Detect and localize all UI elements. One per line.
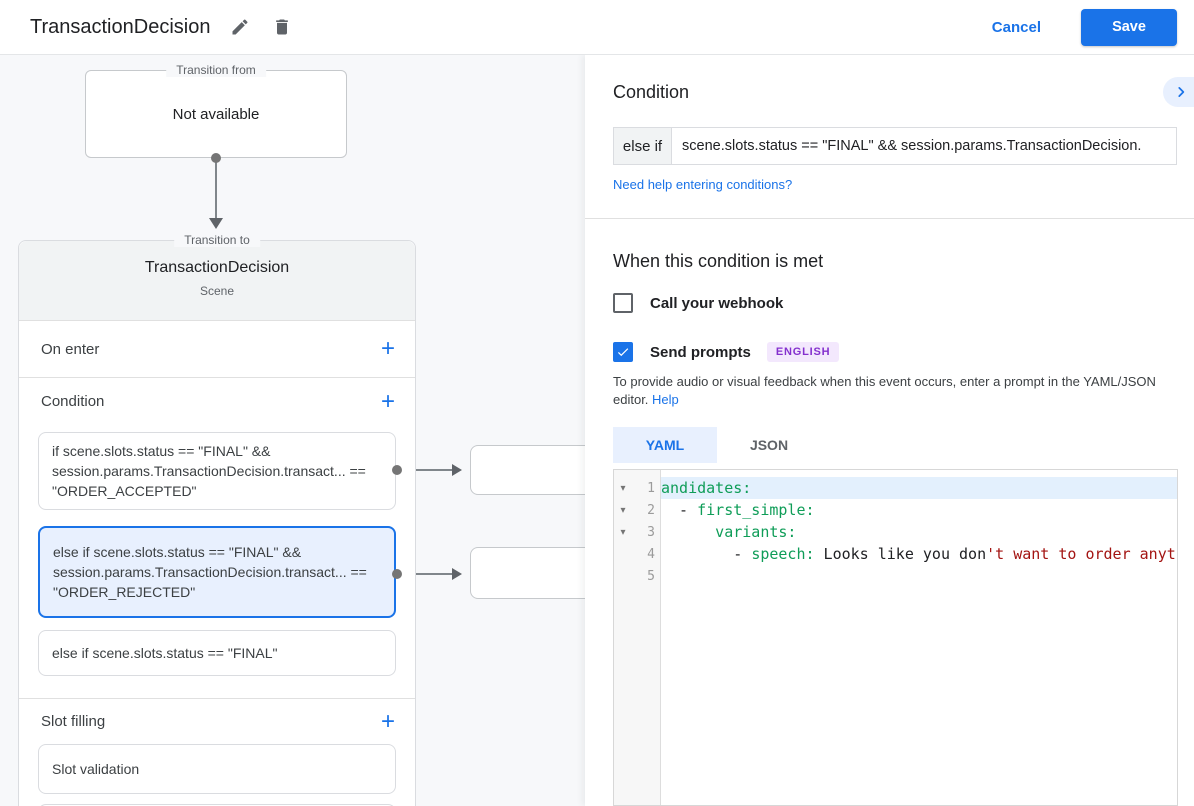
condition-item[interactable]: else if scene.slots.status == "FINAL" <box>38 630 396 676</box>
condition-item[interactable]: if scene.slots.status == "FINAL" && sess… <box>38 432 396 510</box>
yaml-key: speech: <box>751 545 815 563</box>
condition-item-selected[interactable]: else if scene.slots.status == "FINAL" &&… <box>38 526 396 618</box>
transition-from-box: Transition from Not available <box>85 63 347 158</box>
code-line: variants: <box>661 521 1177 543</box>
condition-help-link[interactable]: Need help entering conditions? <box>613 177 793 192</box>
condition-expression-input[interactable] <box>671 127 1177 165</box>
send-prompts-checkbox[interactable] <box>613 342 633 362</box>
line-number: 2 <box>647 502 655 518</box>
webhook-checkbox[interactable] <box>613 293 633 313</box>
send-prompts-checkbox-row[interactable]: Send prompts ENGLISH <box>613 342 840 362</box>
panel-condition-heading: Condition <box>613 82 690 102</box>
cancel-button[interactable]: Cancel <box>991 18 1041 36</box>
editor-gutter: ▾ 1 ▾ 2 ▾ 3 4 5 <box>614 470 661 805</box>
collapse-panel-button[interactable] <box>1163 77 1194 107</box>
divider <box>585 218 1194 219</box>
slot-filling-section-header: Slot filling + <box>19 699 415 744</box>
add-slot-button[interactable]: + <box>380 707 395 735</box>
connector-line <box>400 469 453 471</box>
scene-type-label: Scene <box>199 284 235 298</box>
arrow-down-icon <box>209 218 223 229</box>
connector-line <box>215 162 217 219</box>
arrow-right-icon <box>452 464 462 476</box>
code-line: - first_simple: <box>661 499 1177 521</box>
code-line: - speech: Looks like you don't want to o… <box>661 543 1177 565</box>
add-on-enter-button[interactable]: + <box>380 335 395 362</box>
condition-connector-dot <box>392 465 402 475</box>
prompt-description-text: To provide audio or visual feedback when… <box>613 374 1156 407</box>
condition-connector-dot <box>392 569 402 579</box>
fold-arrow-icon[interactable]: ▾ <box>620 482 626 494</box>
code-line: andidates: <box>661 477 1177 499</box>
delete-scene-button[interactable] <box>270 15 294 39</box>
editor-code-area[interactable]: andidates: - first_simple: variants: - s… <box>661 470 1177 805</box>
fold-arrow-icon[interactable]: ▾ <box>620 504 626 516</box>
slot-validation-item[interactable]: Slot validation <box>38 744 396 794</box>
chevron-right-icon <box>1174 85 1188 99</box>
tab-json[interactable]: JSON <box>749 437 789 453</box>
condition-prefix-label: else if <box>613 127 671 165</box>
arrow-right-icon <box>452 568 462 580</box>
line-number: 3 <box>647 524 655 540</box>
scene-card-header[interactable]: TransactionDecision Scene <box>19 241 415 321</box>
help-link[interactable]: Help <box>652 392 679 407</box>
add-condition-button[interactable]: + <box>380 387 395 415</box>
webhook-checkbox-row[interactable]: Call your webhook <box>613 293 783 313</box>
scene-name: TransactionDecision <box>144 259 290 276</box>
condition-editor-panel: Condition else if Need help entering con… <box>585 55 1194 806</box>
transition-to-legend: Transition to <box>174 233 260 247</box>
scene-card: Transition to TransactionDecision Scene … <box>18 233 416 806</box>
page-title: TransactionDecision <box>30 15 211 38</box>
yaml-key: first_simple: <box>697 501 815 519</box>
connector-line <box>400 573 453 575</box>
prompt-description: To provide audio or visual feedback when… <box>613 373 1171 409</box>
yaml-editor: ▾ 1 ▾ 2 ▾ 3 4 5 andidates: - first_simp <box>613 469 1178 806</box>
trash-icon <box>272 17 292 37</box>
on-enter-label: On enter <box>41 340 100 358</box>
top-bar: TransactionDecision Cancel Save <box>0 0 1194 55</box>
transition-from-legend: Transition from <box>166 63 266 77</box>
connector-dot <box>211 153 221 163</box>
on-enter-section: On enter + <box>19 321 415 378</box>
line-number: 5 <box>647 568 655 584</box>
yaml-key: andidates: <box>661 479 752 497</box>
line-number: 4 <box>647 546 655 562</box>
edit-scene-button[interactable] <box>228 15 252 39</box>
editor-tabs: YAML JSON <box>613 427 821 463</box>
fold-arrow-icon[interactable]: ▾ <box>620 526 626 538</box>
slot-filling-label: Slot filling <box>41 713 106 730</box>
check-icon <box>616 345 630 359</box>
line-number: 1 <box>647 480 655 496</box>
language-badge: ENGLISH <box>766 342 840 362</box>
condition-input-row: else if <box>613 127 1177 165</box>
tab-yaml[interactable]: YAML <box>613 427 717 463</box>
condition-section-header: Condition + <box>19 378 415 425</box>
save-button[interactable]: Save <box>1081 8 1177 46</box>
yaml-dash: - <box>661 501 698 519</box>
code-line <box>661 565 1177 587</box>
slot-filling-list: Slot validation <box>19 744 415 806</box>
webhook-label: Call your webhook <box>650 294 784 312</box>
condition-section-label: Condition <box>41 393 105 410</box>
yaml-string: 't want to order anyt <box>986 545 1176 563</box>
send-prompts-label: Send prompts <box>650 343 751 361</box>
when-met-heading: When this condition is met <box>613 251 824 271</box>
yaml-dash: - <box>661 545 752 563</box>
transition-from-content: Not available <box>172 105 260 123</box>
yaml-value: Looks like you don <box>814 545 987 563</box>
condition-list: if scene.slots.status == "FINAL" && sess… <box>19 432 415 699</box>
pencil-icon <box>230 17 250 37</box>
yaml-key: variants: <box>661 523 797 541</box>
